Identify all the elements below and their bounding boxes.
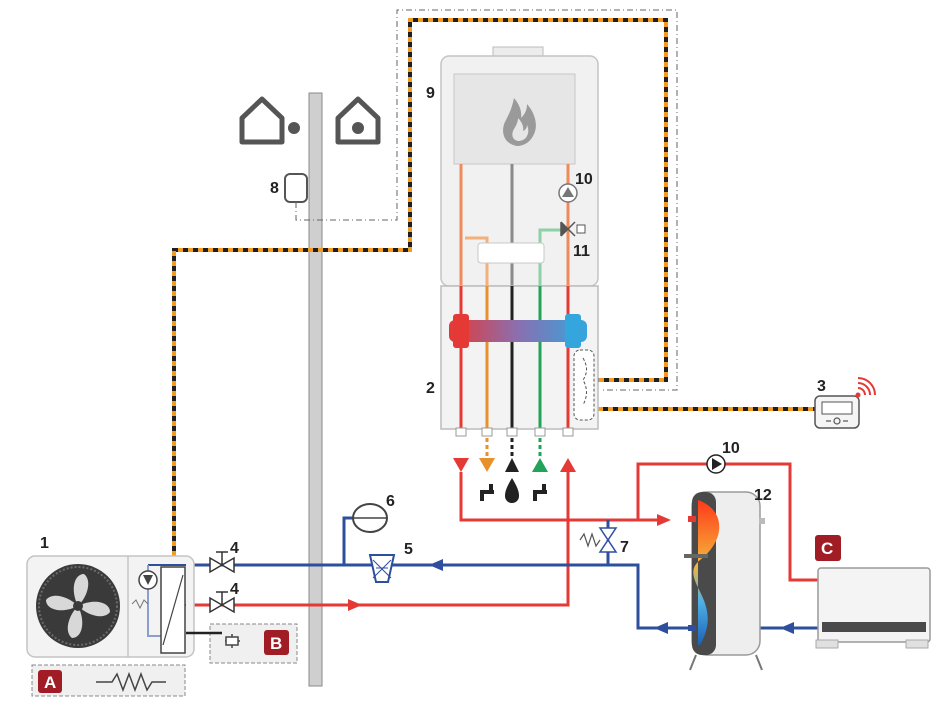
- arrow-dhw-down: [479, 458, 495, 472]
- label-4-flow: 4: [230, 540, 239, 557]
- arrow-return-up: [560, 458, 576, 472]
- label-4-return: 4: [230, 581, 239, 598]
- label-10-boiler: 10: [575, 171, 593, 188]
- pipe-return-to-module: [186, 472, 570, 607]
- indoor-dot-icon: [352, 122, 364, 134]
- pipe-to-dhw-pump: [636, 462, 818, 582]
- badge-b: [264, 630, 289, 655]
- label-3: 3: [817, 378, 826, 395]
- module-electronics: [573, 349, 595, 421]
- pipe-flow-to-tank: [459, 472, 665, 522]
- backup-valve-icon: [225, 634, 240, 648]
- flame-inner-icon: [512, 118, 529, 141]
- label-12: 12: [754, 487, 772, 504]
- label-1: 1: [40, 535, 49, 552]
- arrow-flow-down: [453, 458, 469, 472]
- dhw-tank-coil: [693, 500, 720, 645]
- module-connectors: [455, 427, 574, 437]
- outdoor-sensor: [284, 173, 308, 203]
- badge-c: [815, 535, 841, 561]
- boiler-pipe-dhw: [465, 236, 489, 286]
- label-2: 2: [426, 380, 435, 397]
- gas-drop-icon: [505, 478, 519, 503]
- hydraulic-separator: [449, 320, 587, 342]
- label-5: 5: [404, 541, 413, 558]
- label-6: 6: [386, 493, 395, 510]
- badge-b-text: B: [270, 634, 282, 653]
- label-8: 8: [270, 180, 279, 197]
- wireless-signal-icon: [855, 377, 876, 398]
- building-wall: [308, 92, 323, 687]
- label-11: 11: [573, 243, 590, 260]
- valve-flow-icon: [209, 551, 235, 574]
- badge-a: [38, 670, 62, 693]
- arrow-gas-up: [505, 458, 519, 472]
- radiator-grille: [822, 622, 926, 632]
- sensor-wire: [295, 9, 678, 391]
- plate-heat-exchanger: [477, 242, 545, 264]
- boiler-pipe-cold: [538, 228, 562, 286]
- outdoor-house-icon: [239, 96, 285, 145]
- heating-cable-icon: [96, 671, 166, 693]
- label-10-dhw: 10: [722, 440, 740, 457]
- valve-return-icon: [209, 591, 235, 614]
- pipe-cold-return: [186, 540, 610, 567]
- fan-icon: [36, 564, 120, 648]
- interface-module: [440, 285, 599, 430]
- bus-cable-outdoor: [172, 18, 668, 556]
- cold-tap-icon: [533, 484, 547, 501]
- indoor-house-icon: [335, 96, 381, 145]
- badge-a-text: A: [44, 673, 56, 692]
- label-9: 9: [426, 85, 435, 102]
- outdoor-dot-icon: [288, 122, 300, 134]
- arrow-cold-up: [532, 458, 548, 472]
- bypass-valve-icon: [598, 527, 618, 553]
- label-7: 7: [620, 539, 629, 556]
- badge-c-text: C: [821, 539, 833, 558]
- dhw-tap-icon: [480, 484, 494, 501]
